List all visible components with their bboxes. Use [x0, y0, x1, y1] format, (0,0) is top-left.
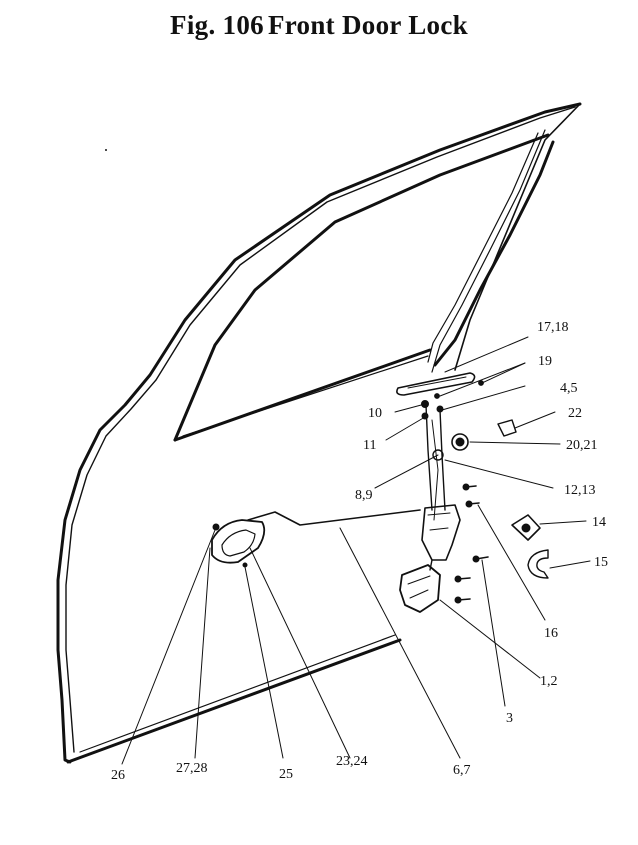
callout-27-28: 27,28	[176, 761, 208, 776]
figure-title: Fig. 106 Front Door Lock	[0, 10, 638, 41]
callout-labels: 17,18 19 4,5 10 22 11 20,21 8,9 12,13 14…	[111, 320, 608, 783]
callout-17-18: 17,18	[537, 320, 569, 335]
window-frame	[173, 129, 555, 442]
screw-19a	[434, 393, 440, 399]
callout-25: 25	[279, 767, 293, 782]
callout-1-2: 1,2	[540, 674, 558, 689]
callout-19: 19	[538, 354, 552, 369]
callout-4-5: 4,5	[560, 381, 578, 396]
screws-16	[462, 483, 480, 508]
callout-23-24: 23,24	[336, 754, 368, 769]
door-outline	[56, 102, 582, 764]
callout-20-21: 20,21	[566, 438, 598, 453]
callout-10: 10	[368, 406, 382, 421]
callout-12-13: 12,13	[564, 483, 596, 498]
callout-6-7: 6,7	[453, 763, 471, 778]
callout-8-9: 8,9	[355, 488, 373, 503]
callout-15: 15	[594, 555, 608, 570]
callout-26: 26	[111, 768, 125, 783]
specks	[105, 149, 107, 151]
striker-14	[511, 514, 541, 541]
inside-pull-handle	[396, 372, 476, 396]
callout-14: 14	[592, 515, 606, 530]
bracket-22	[497, 419, 517, 437]
callout-11: 11	[363, 438, 376, 453]
callout-3: 3	[506, 711, 513, 726]
callout-16: 16	[544, 626, 558, 641]
grommet-20-21	[451, 433, 469, 451]
figure-caption: Front Door Lock	[267, 10, 468, 40]
callout-22: 22	[568, 406, 582, 421]
shim-15	[527, 549, 549, 579]
leader-lines	[121, 336, 591, 765]
figure-number: Fig. 106	[170, 10, 264, 40]
handle-rod	[247, 509, 421, 526]
inside-handle-23-24	[211, 519, 266, 568]
door-lock-assembly	[399, 504, 461, 613]
lock-rods	[421, 400, 446, 521]
screws-3	[454, 555, 489, 604]
